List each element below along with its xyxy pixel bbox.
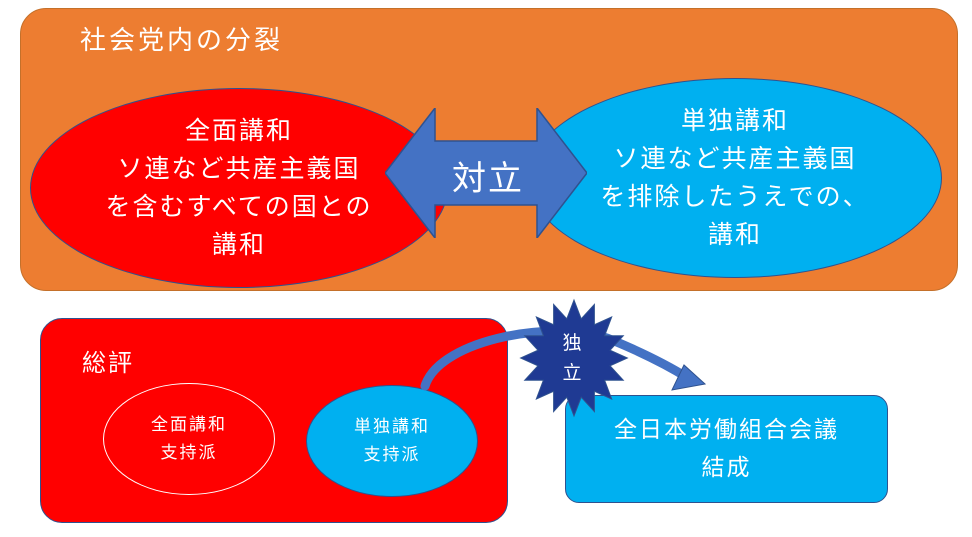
full-peace-ellipse: 全面講和 ソ連など共産主義国 を含むすべての国との 講和 xyxy=(30,88,448,288)
independence-label: 独 立 xyxy=(543,318,603,398)
separate-peace-line-2: ソ連など共産主義国 xyxy=(613,144,857,173)
zenro-kaigi-line-1: 全日本労働組合会議 xyxy=(614,417,839,443)
separate-peace-supporters-line-2: 支持派 xyxy=(363,445,421,465)
separate-peace-supporters-line-1: 単独講和 xyxy=(354,417,430,437)
separate-peace-supporters-oval: 単独講和 支持派 xyxy=(306,385,478,497)
full-peace-line-1: 全面講和 xyxy=(184,116,293,145)
full-peace-supporters-line-2: 支持派 xyxy=(160,443,218,463)
full-peace-line-3: を含むすべての国との xyxy=(105,192,373,221)
top-panel-title: 社会党内の分裂 xyxy=(80,26,284,56)
separate-peace-line-1: 単独講和 xyxy=(680,106,789,135)
separate-peace-line-4: 講和 xyxy=(707,220,762,249)
independence-starburst xyxy=(519,298,629,418)
zenro-kaigi-line-2: 結成 xyxy=(701,455,752,481)
curved-arrow-head xyxy=(671,364,707,391)
conflict-double-arrow xyxy=(385,108,587,238)
conflict-label: 対立 xyxy=(452,158,524,199)
double-arrow-shape xyxy=(385,108,587,238)
separate-peace-line-3: を排除したうえでの、 xyxy=(600,182,870,211)
full-peace-line-2: ソ連など共産主義国 xyxy=(117,154,361,183)
separate-peace-ellipse: 単独講和 ソ連など共産主義国 を排除したうえでの、 講和 xyxy=(528,78,942,278)
sohyo-title: 総評 xyxy=(82,349,134,377)
full-peace-line-4: 講和 xyxy=(211,230,266,259)
full-peace-supporters-oval: 全面講和 支持派 xyxy=(103,383,275,495)
independence-char-1: 独 xyxy=(562,332,584,354)
zenro-kaigi-box: 全日本労働組合会議 結成 xyxy=(565,395,888,503)
independence-char-2: 立 xyxy=(562,362,584,384)
full-peace-supporters-line-1: 全面講和 xyxy=(151,415,227,435)
